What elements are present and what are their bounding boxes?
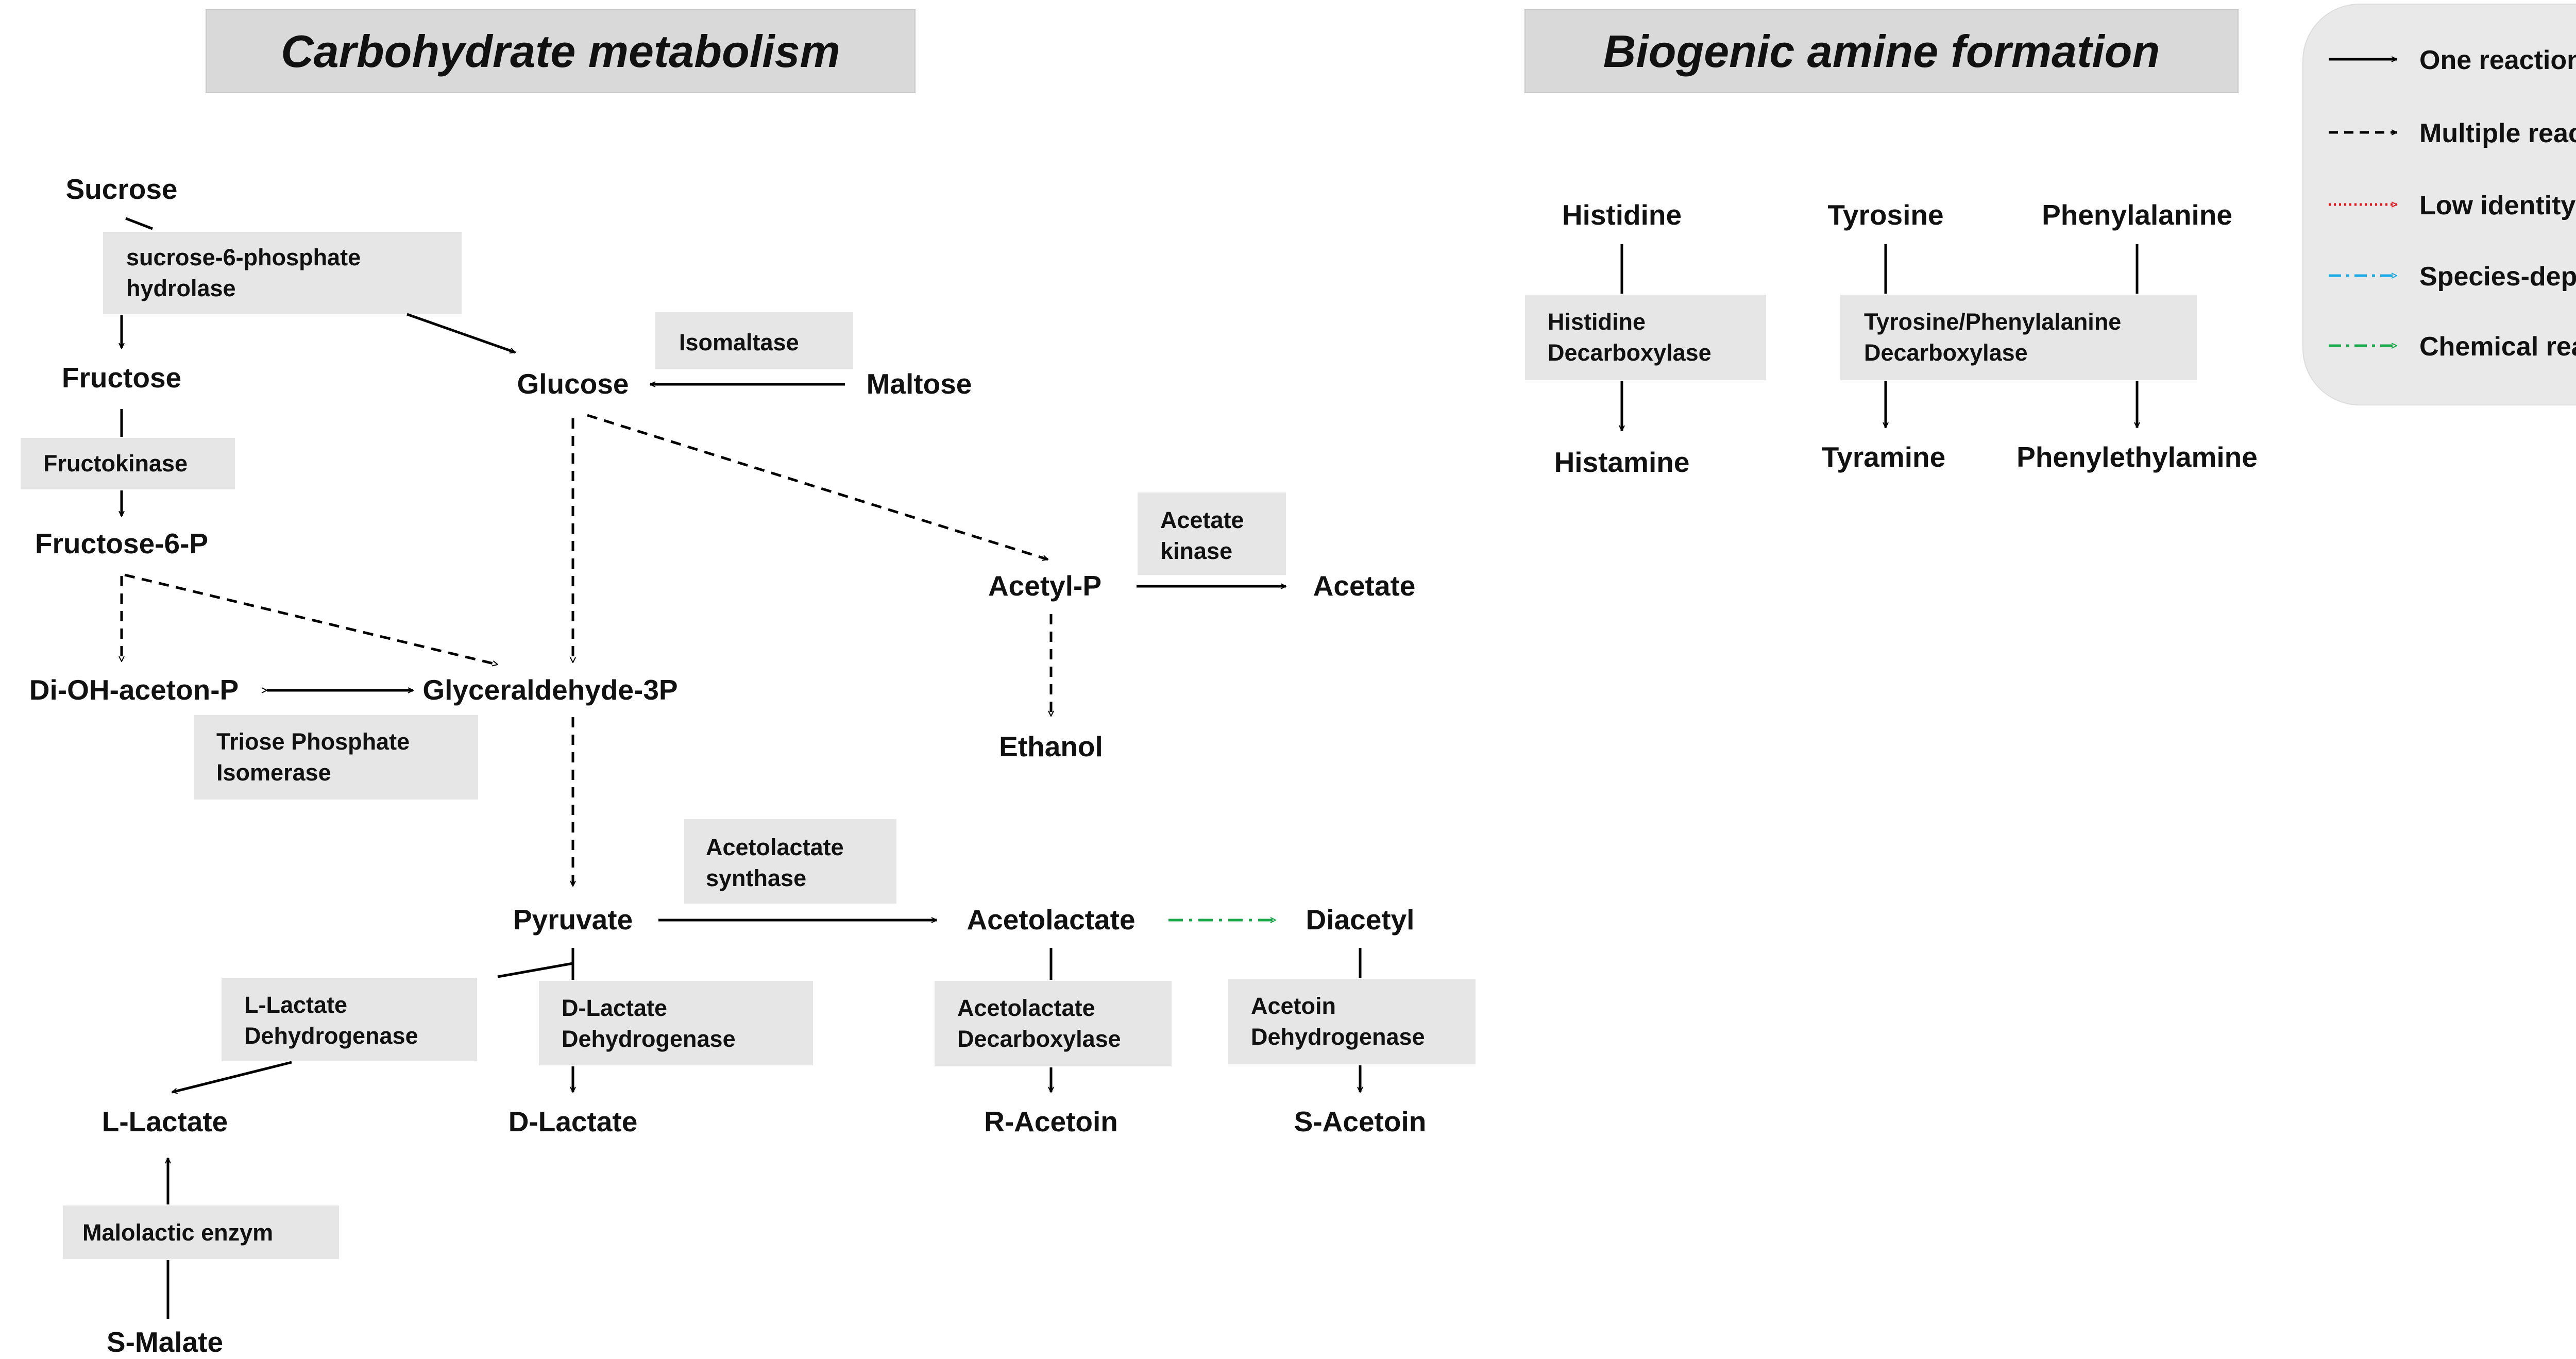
- arrow-hydrolase-glucose: [406, 313, 515, 352]
- biogenic-title: Biogenic amine formation: [1524, 9, 2239, 93]
- metabolite-di-oh-aceton-p: Di-OH-aceton-P: [29, 674, 239, 706]
- legend-multiple-reactions: Multiple reactions: [2419, 118, 2576, 148]
- enzyme-label: hydrolase: [126, 275, 236, 301]
- enzyme-box: [1138, 492, 1286, 575]
- enzyme-box: [1228, 979, 1476, 1064]
- enzyme-label: Acetoin: [1251, 993, 1336, 1019]
- enzyme-label: L-Lactate: [244, 992, 347, 1018]
- enzyme-acetate-kinase: Acetate kinase: [1138, 492, 1286, 575]
- enzyme-label: Decarboxylase: [957, 1026, 1121, 1052]
- metabolite-ethanol: Ethanol: [999, 731, 1103, 762]
- enzyme-label: Dehydrogenase: [1251, 1024, 1425, 1050]
- legend: One reaction Multiple reactions Low iden…: [2302, 4, 2576, 405]
- arrow-glucose-acetylp: [587, 414, 1048, 559]
- metabolite-l-lactate: L-Lactate: [102, 1106, 228, 1137]
- enzyme-histidine-decarboxylase: Histidine Decarboxylase: [1525, 295, 1766, 380]
- enzyme-label: sucrose-6-phosphate: [126, 244, 361, 270]
- enzyme-label: synthase: [706, 865, 806, 891]
- enzyme-label: Acetolactate: [706, 834, 844, 860]
- carbohydrate-title: Carbohydrate metabolism: [206, 9, 916, 93]
- enzyme-d-lactate-dehydrogenase: D-Lactate Dehydrogenase: [539, 981, 813, 1065]
- arrow-ldh-l-lactate: [172, 1061, 292, 1092]
- metabolite-acetate: Acetate: [1313, 570, 1416, 602]
- enzyme-sucrose6p-hydrolase: sucrose-6-phosphate hydrolase: [103, 232, 462, 314]
- enzyme-tyrosine-phenylalanine-decarboxylase: Tyrosine/Phenylalanine Decarboxylase: [1840, 295, 2197, 380]
- legend-one-reaction: One reaction: [2419, 45, 2576, 75]
- metabolite-maltose: Maltose: [867, 368, 972, 400]
- enzyme-box: [1840, 295, 2197, 380]
- enzyme-box: [222, 978, 477, 1061]
- carbohydrate-title-box: [206, 9, 916, 93]
- metabolite-fructose-6-p: Fructose-6-P: [35, 528, 208, 559]
- metabolite-histidine: Histidine: [1562, 199, 1682, 231]
- biogenic-title-text: Biogenic amine formation: [1603, 26, 2160, 77]
- metabolite-glucose: Glucose: [517, 368, 629, 400]
- metabolite-histamine: Histamine: [1554, 446, 1690, 478]
- enzyme-label: Decarboxylase: [1548, 339, 1711, 366]
- metabolite-acetolactate: Acetolactate: [967, 904, 1135, 936]
- enzyme-malolactic-enzym: Malolactic enzym: [63, 1205, 339, 1259]
- enzyme-label: Isomaltase: [679, 329, 799, 355]
- metabolite-phenylalanine: Phenylalanine: [2042, 199, 2232, 231]
- metabolite-s-malate: S-Malate: [107, 1326, 223, 1358]
- enzyme-box: [539, 981, 813, 1065]
- enzyme-label: Decarboxylase: [1864, 339, 2028, 366]
- metabolite-d-lactate: D-Lactate: [509, 1106, 638, 1137]
- metabolite-diacetyl: Diacetyl: [1306, 904, 1415, 936]
- metabolite-fructose: Fructose: [62, 362, 181, 394]
- enzyme-fructokinase: Fructokinase: [21, 438, 235, 489]
- enzyme-box: [655, 312, 853, 369]
- legend-species-dependent: Species-dependent: [2419, 262, 2576, 292]
- enzyme-box: [21, 438, 235, 489]
- metabolite-r-acetoin: R-Acetoin: [984, 1106, 1118, 1137]
- enzyme-label: Malolactic enzym: [82, 1219, 273, 1246]
- enzyme-label: Tyrosine/Phenylalanine: [1864, 309, 2121, 335]
- enzyme-box: [103, 232, 462, 314]
- enzyme-triose-phosphate-isomerase: Triose Phosphate Isomerase: [194, 715, 478, 800]
- metabolite-labels: Sucrose Fructose Fructose-6-P Glucose Ma…: [29, 173, 2258, 1358]
- arrow-fructose6p-glyceraldehyde: [124, 573, 498, 665]
- enzyme-box: [63, 1205, 339, 1259]
- reaction-arrows: [122, 217, 2137, 1319]
- legend-chemical-reaction: Chemical reaction: [2419, 332, 2576, 362]
- arrow-sucrose-hydrolase: [125, 217, 153, 230]
- metabolite-tyrosine: Tyrosine: [1827, 199, 1943, 231]
- metabolite-pyruvate: Pyruvate: [513, 904, 633, 936]
- legend-low-identity: Low identity: [2419, 191, 2575, 220]
- metabolite-acetyl-p: Acetyl-P: [988, 570, 1101, 602]
- metabolite-s-acetoin: S-Acetoin: [1294, 1106, 1427, 1137]
- metabolite-phenylethylamine: Phenylethylamine: [2016, 441, 2258, 473]
- enzyme-box: [194, 715, 478, 800]
- metabolite-sucrose: Sucrose: [65, 173, 177, 205]
- enzyme-acetolactate-synthase: Acetolactate synthase: [684, 819, 896, 904]
- enzyme-label: Dehydrogenase: [562, 1026, 736, 1052]
- arrow-pyruvate-l-lactate: [497, 948, 574, 978]
- enzyme-label: Dehydrogenase: [244, 1023, 418, 1049]
- enzyme-label: Histidine: [1548, 309, 1646, 335]
- enzyme-label: kinase: [1160, 538, 1232, 564]
- biogenic-title-box: [1524, 9, 2239, 93]
- metabolite-tyramine: Tyramine: [1822, 441, 1945, 473]
- enzyme-label: Isomerase: [216, 759, 331, 786]
- enzyme-isomaltase: Isomaltase: [655, 312, 853, 369]
- enzyme-label: Triose Phosphate: [216, 728, 410, 755]
- enzyme-acetolactate-decarboxylase: Acetolactate Decarboxylase: [935, 981, 1172, 1066]
- enzyme-box: [935, 981, 1172, 1066]
- enzyme-box: [1525, 295, 1766, 380]
- enzyme-box: [684, 819, 896, 904]
- carbohydrate-title-text: Carbohydrate metabolism: [281, 26, 840, 77]
- enzyme-label: Acetolactate: [957, 995, 1095, 1021]
- enzyme-acetoin-dehydrogenase: Acetoin Dehydrogenase: [1228, 979, 1476, 1064]
- enzyme-label: Acetate: [1160, 507, 1244, 533]
- legend-box: [2302, 4, 2576, 405]
- enzyme-l-lactate-dehydrogenase: L-Lactate Dehydrogenase: [222, 978, 477, 1061]
- metabolite-glyceraldehyde-3p: Glyceraldehyde-3P: [422, 674, 677, 706]
- enzyme-label: Fructokinase: [43, 450, 188, 477]
- enzyme-label: D-Lactate: [562, 995, 667, 1021]
